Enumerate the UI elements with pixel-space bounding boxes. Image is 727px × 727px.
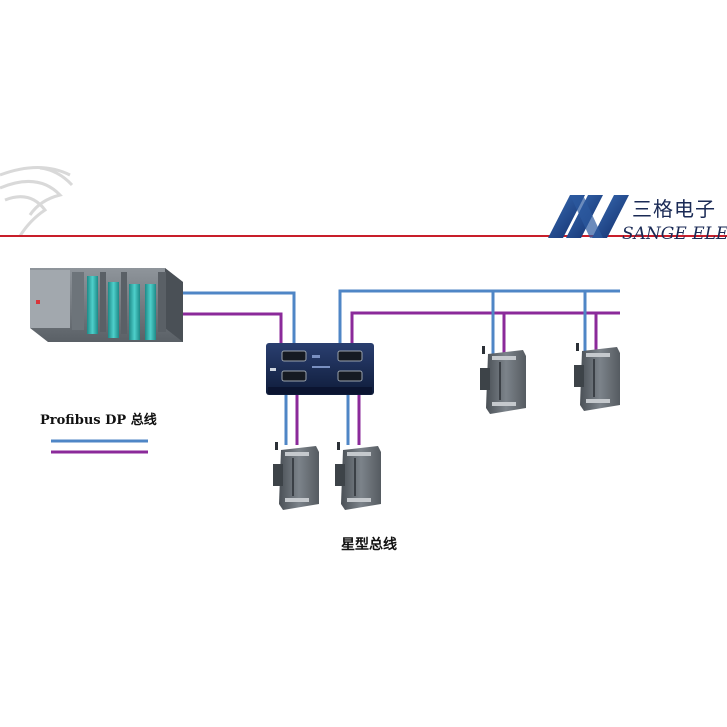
diagram-caption: 星型总线 [341,537,397,553]
legend-label: Profibus DP 总线 [40,413,157,428]
io-module-3 [480,346,526,414]
io-module-2 [335,442,381,510]
sange-logo-icon [548,195,629,238]
brand-name-en: SANGE ELEC [622,224,727,244]
decorative-swirl [0,166,74,237]
bus-line-blue-trunk [338,289,620,348]
bus-lines [51,289,620,454]
bus-line-purple-trunk [350,311,620,348]
io-module-4 [574,343,620,411]
brand-name-cn: 三格电子 [632,197,716,221]
plc-rack [30,268,183,342]
star-hub [266,343,374,395]
bus-line-purple-plc [183,312,283,348]
bus-line-blue-plc [183,291,296,348]
io-module-1 [273,442,319,510]
